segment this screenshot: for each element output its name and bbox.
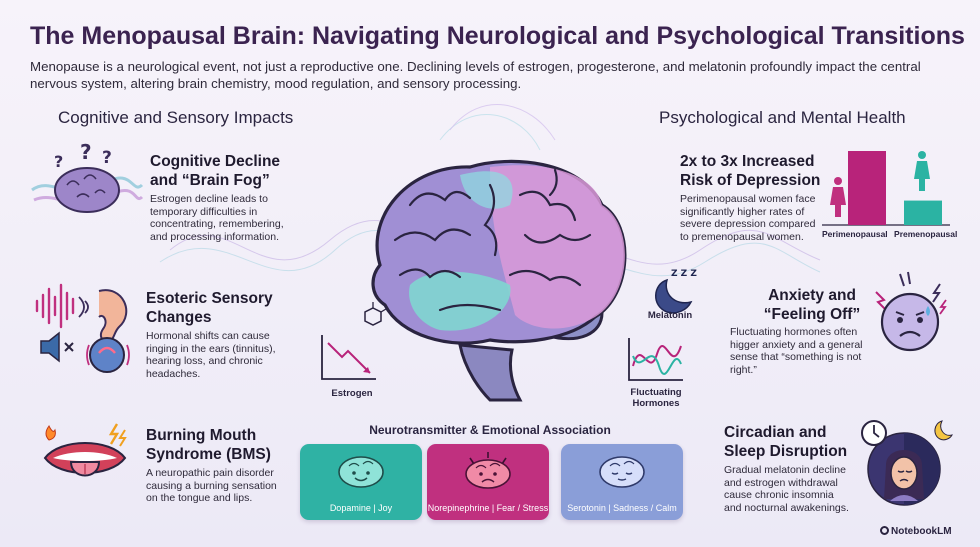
perimenopausal-label: Perimenopausal — [822, 229, 888, 239]
circadian-text: Gradual melatonin decline and estrogen w… — [724, 464, 849, 514]
calm-brain-icon — [599, 456, 645, 488]
sleep-zzz-text: Z Z Z — [671, 269, 697, 279]
sensory-changes-text: Hormonal shifts can cause ringing in the… — [146, 330, 276, 380]
left-section-heading: Cognitive and Sensory Impacts — [58, 108, 294, 127]
intro-text: Menopause is a neurological event, not j… — [30, 59, 921, 91]
woman-figure-perimenopausal-icon — [830, 177, 846, 217]
notebooklm-logo-text: NotebookLM — [891, 526, 952, 537]
cognitive-decline-title: Cognitive Decline and “Brain Fog” — [150, 152, 310, 190]
estrogen-molecule-icon — [364, 302, 387, 326]
dopamine-label: Dopamine | Joy — [329, 503, 393, 513]
svg-text:?: ? — [102, 148, 112, 168]
page-title: The Menopausal Brain: Navigating Neurolo… — [30, 22, 965, 50]
sensory-changes-title-line2: Changes — [146, 309, 212, 326]
fluctuating-hormones-chart — [628, 338, 683, 381]
melatonin-label: Melatonin — [647, 310, 693, 321]
bms-title: Burning Mouth Syndrome (BMS) — [146, 426, 306, 464]
sensory-changes-title: Esoteric Sensory Changes — [146, 289, 306, 327]
right-section-heading: Psychological and Mental Health — [659, 108, 906, 127]
depression-bar-premenopausal — [904, 200, 942, 225]
happy-brain-icon — [338, 456, 384, 488]
fluctuating-label-line2: Hormones — [632, 398, 680, 409]
bms-title-line2: Syndrome (BMS) — [146, 446, 271, 463]
estrogen-decline-chart — [321, 335, 376, 380]
ear-sound-icon — [35, 283, 130, 373]
fluctuating-label-line1: Fluctuating — [630, 387, 682, 398]
cognitive-decline-title-line2: and “Brain Fog” — [150, 172, 270, 189]
woman-figure-premenopausal-icon — [914, 151, 930, 191]
circadian-title-line1: Circadian and — [724, 424, 827, 441]
anxiety-text: Fluctuating hormones often higger anxiet… — [730, 326, 863, 376]
moon-zzz-icon: Z Z Z — [655, 269, 697, 314]
premenopausal-label: Premenopausal — [894, 229, 958, 239]
bms-text: A neuropathic pain disorder causing a bu… — [146, 467, 277, 504]
stressed-brain-icon — [465, 452, 511, 489]
svg-text:?: ? — [80, 140, 92, 164]
norepinephrine-card: Norepinephrine | Fear / Stress — [427, 444, 549, 520]
neurotransmitter-heading: Neurotransmitter & Emotional Association — [369, 423, 611, 437]
depression-bar-perimenopausal — [848, 151, 886, 225]
estrogen-label: Estrogen — [331, 388, 373, 399]
circadian-title: Circadian and Sleep Disruption — [724, 423, 874, 461]
norepinephrine-label: Norepinephrine | Fear / Stress — [427, 503, 549, 513]
anxious-face-icon — [875, 271, 947, 352]
circadian-title-line2: Sleep Disruption — [724, 443, 848, 460]
fluctuating-hormones-label: Fluctuating Hormones — [620, 387, 692, 409]
cognitive-decline-title-line1: Cognitive Decline — [150, 153, 281, 170]
sleepless-woman-icon — [861, 420, 953, 506]
notebooklm-logo: NotebookLM — [880, 526, 952, 537]
anxiety-title-line1: Anxiety and — [768, 287, 856, 304]
depression-chart-labels: Perimenopausal Premenopausal — [822, 229, 957, 239]
serotonin-card: Serotonin | Sadness / Calm — [561, 444, 683, 520]
depression-title-line1: 2x to 3x Increased — [680, 153, 815, 170]
notebooklm-logo-icon — [880, 526, 889, 535]
central-brain-icon — [371, 159, 627, 402]
confused-brain-icon: ? ? ? — [31, 140, 144, 213]
bms-title-line1: Burning Mouth — [146, 427, 257, 444]
anxiety-title: Anxiety and “Feeling Off” — [762, 286, 862, 324]
serotonin-label: Serotonin | Sadness / Calm — [567, 503, 677, 513]
sensory-changes-title-line1: Esoteric Sensory — [146, 290, 273, 307]
anxiety-title-line2: “Feeling Off” — [763, 306, 861, 323]
svg-text:?: ? — [54, 152, 63, 171]
depression-text: Perimenopausal women face significantly … — [680, 193, 816, 243]
dopamine-card: Dopamine | Joy — [300, 444, 422, 520]
cognitive-decline-text: Estrogen decline leads to temporary diff… — [150, 193, 284, 243]
depression-bar-chart-icon — [822, 151, 950, 226]
depression-title: 2x to 3x Increased Risk of Depression — [680, 152, 830, 190]
burning-mouth-icon — [43, 423, 127, 477]
depression-title-line2: Risk of Depression — [680, 172, 821, 189]
